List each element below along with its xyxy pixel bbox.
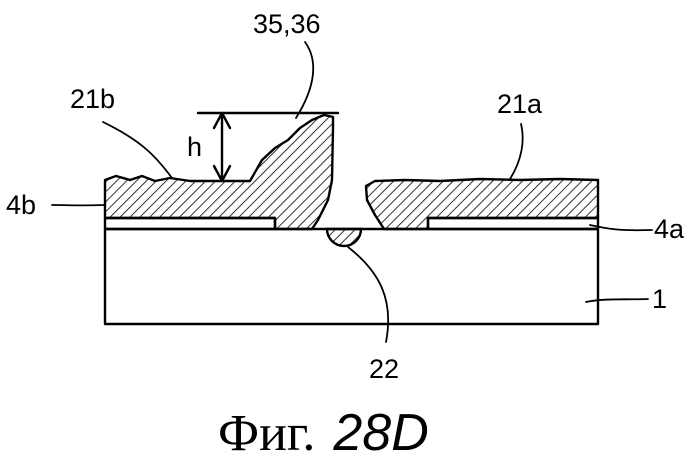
figure-caption: Фиг. 28D	[218, 404, 429, 462]
label-1: 1	[652, 284, 667, 314]
leader-21a	[510, 124, 523, 179]
leader-4a	[590, 225, 652, 230]
label-4b: 4b	[6, 190, 36, 220]
label-h: h	[187, 132, 202, 162]
leader-1	[586, 299, 648, 302]
leader-35-36	[296, 42, 313, 118]
element-22	[327, 229, 361, 246]
label-21b: 21b	[70, 84, 115, 114]
label-21a: 21a	[497, 89, 543, 119]
caption-number: 28D	[332, 404, 428, 462]
leader-21b	[103, 122, 172, 178]
label-4a: 4a	[654, 214, 685, 244]
layer-4b	[105, 218, 275, 229]
leader-22	[348, 247, 388, 342]
caption-word: Фиг.	[218, 405, 315, 462]
label-35-36: 35,36	[253, 9, 321, 39]
layer-4a	[428, 218, 598, 229]
conductor-21a	[366, 179, 598, 229]
conductor-21b-with-protrusion	[105, 115, 333, 229]
label-22: 22	[369, 354, 399, 384]
